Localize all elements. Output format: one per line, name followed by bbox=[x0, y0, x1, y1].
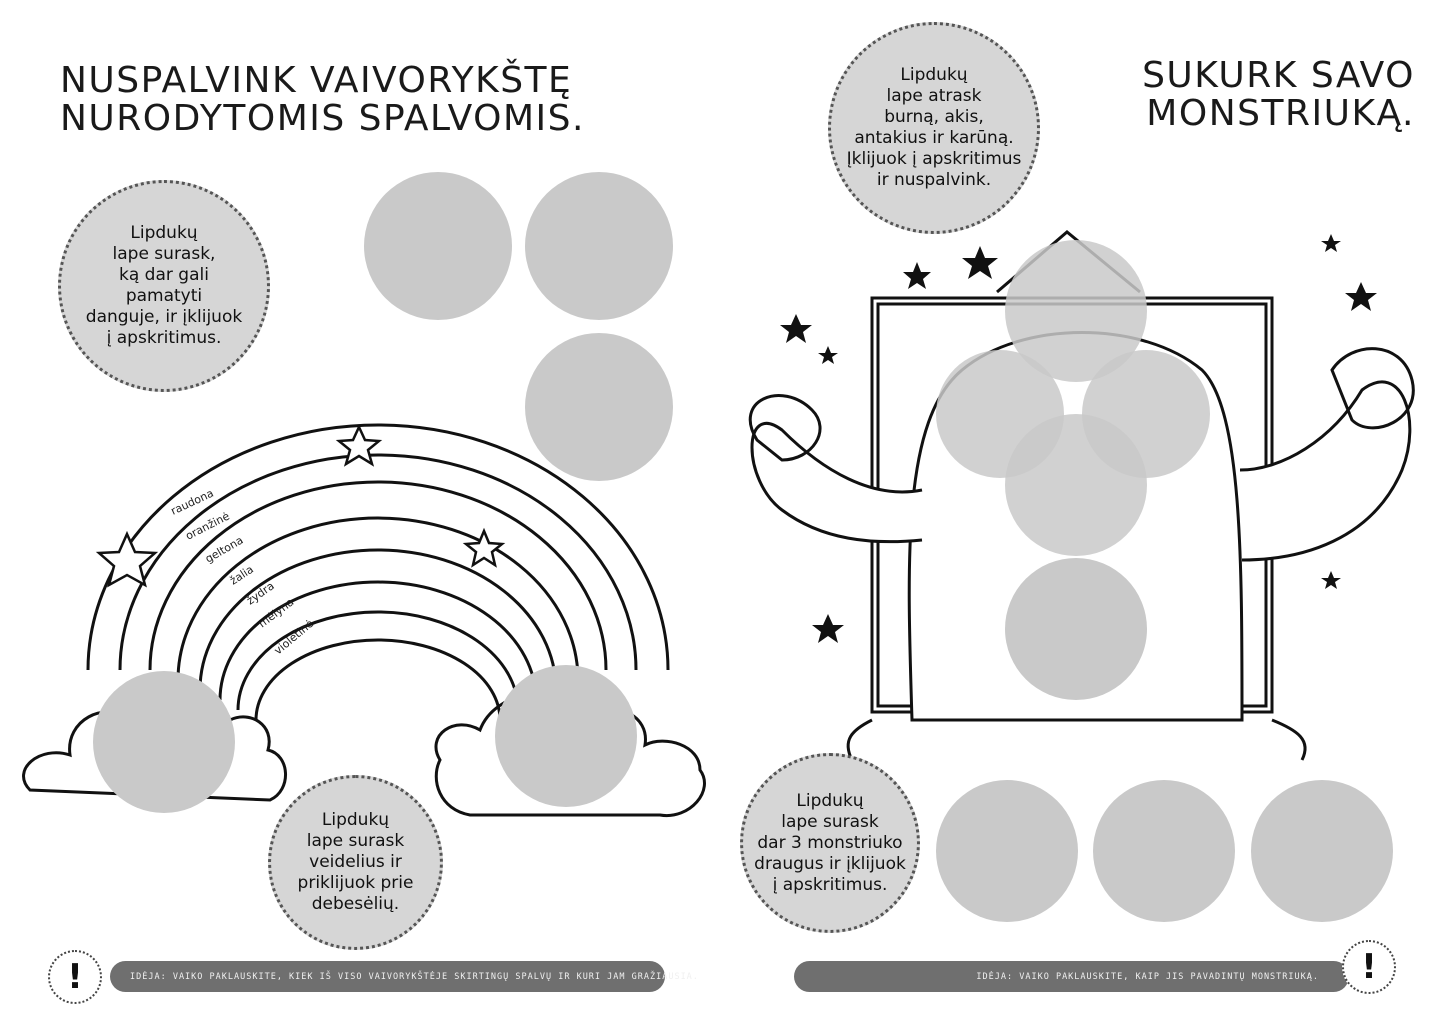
instruction-bubble: Lipdukų lape surask dar 3 monstriuko dra… bbox=[740, 753, 920, 933]
rainbow-label: žalia bbox=[228, 563, 256, 588]
monster-right-paw bbox=[1330, 347, 1415, 430]
sticker-slot[interactable] bbox=[525, 333, 673, 481]
star-icon bbox=[780, 314, 812, 343]
monster-left-arm bbox=[750, 421, 923, 544]
star-icon bbox=[1345, 282, 1377, 311]
sticker-slot[interactable] bbox=[936, 780, 1078, 922]
monster-left-paw bbox=[748, 394, 822, 462]
right-cloud bbox=[434, 692, 706, 817]
exclamation-icon: ! bbox=[1342, 940, 1396, 994]
instruction-bubble: Lipdukų lape surask, ką dar gali pamatyt… bbox=[58, 180, 270, 392]
instruction-text: Lipdukų lape surask, ką dar gali pamatyt… bbox=[85, 223, 243, 348]
tip-bar: IDĖJA: VAIKO PAKLAUSKITE, KAIP JIS PAVAD… bbox=[794, 961, 1349, 992]
sticker-slot[interactable] bbox=[495, 665, 637, 807]
rainbow-label: raudona bbox=[169, 487, 216, 518]
instruction-text: Lipdukų lape surask veidelius ir priklij… bbox=[297, 810, 414, 914]
rainbow-arc bbox=[218, 580, 538, 701]
rainbow-arc bbox=[118, 453, 638, 671]
monster-left-foot bbox=[846, 718, 873, 761]
star-icon bbox=[818, 346, 838, 364]
sticker-slot[interactable] bbox=[1251, 780, 1393, 922]
rainbow-label: oranžinė bbox=[183, 509, 231, 542]
sticker-slot[interactable] bbox=[1005, 558, 1147, 700]
sticker-slot[interactable] bbox=[93, 671, 235, 813]
star-icon bbox=[812, 614, 844, 643]
left-page: NUSPALVINK VAIVORYKŠTĘ NURODYTOMIS SPALV… bbox=[0, 0, 722, 1022]
tip-text: IDĖJA: VAIKO PAKLAUSKITE, KIEK IŠ VISO V… bbox=[130, 971, 699, 982]
rainbow-arc bbox=[198, 548, 558, 691]
star-icon bbox=[962, 246, 998, 279]
rainbow-drawing: raudona oranžinė geltona žalia žydra mėl… bbox=[22, 423, 706, 817]
instruction-text: Lipdukų lape atrask burną, akis, antakiu… bbox=[846, 65, 1022, 190]
instruction-bubble: Lipdukų lape surask veidelius ir priklij… bbox=[268, 775, 443, 950]
sticker-slot[interactable] bbox=[525, 172, 673, 320]
instruction-text: Lipdukų lape surask dar 3 monstriuko dra… bbox=[754, 790, 906, 895]
tip-text: IDĖJA: VAIKO PAKLAUSKITE, KAIP JIS PAVAD… bbox=[976, 971, 1319, 982]
star-icon bbox=[1321, 234, 1341, 252]
rainbow-label: violetinė bbox=[272, 617, 317, 657]
rainbow-arc bbox=[148, 480, 608, 671]
sticker-slot[interactable] bbox=[1005, 414, 1147, 556]
left-page-title: NUSPALVINK VAIVORYKŠTĘ NURODYTOMIS SPALV… bbox=[60, 60, 585, 139]
star-icon bbox=[462, 527, 506, 568]
rainbow-label: mėlyna bbox=[256, 595, 296, 630]
rainbow-arc bbox=[254, 638, 502, 721]
tip-bar: IDĖJA: VAIKO PAKLAUSKITE, KIEK IŠ VISO V… bbox=[110, 961, 698, 992]
right-page: SUKURK SAVO MONSTRIUKĄ. bbox=[722, 0, 1445, 1022]
exclamation-icon: ! bbox=[48, 950, 102, 1004]
right-page-title: SUKURK SAVO MONSTRIUKĄ. bbox=[1142, 55, 1415, 134]
rainbow-arc bbox=[236, 610, 520, 711]
star-icon bbox=[903, 262, 931, 289]
monster-right-foot bbox=[1271, 718, 1307, 761]
star-icon bbox=[1321, 571, 1341, 589]
sticker-slot[interactable] bbox=[364, 172, 512, 320]
rainbow-arc bbox=[176, 516, 580, 681]
star-icon bbox=[335, 424, 383, 467]
star-icon bbox=[95, 530, 159, 588]
rainbow-label: geltona bbox=[203, 534, 245, 566]
sticker-slot[interactable] bbox=[1093, 780, 1235, 922]
instruction-bubble: Lipdukų lape atrask burną, akis, antakiu… bbox=[828, 22, 1040, 234]
